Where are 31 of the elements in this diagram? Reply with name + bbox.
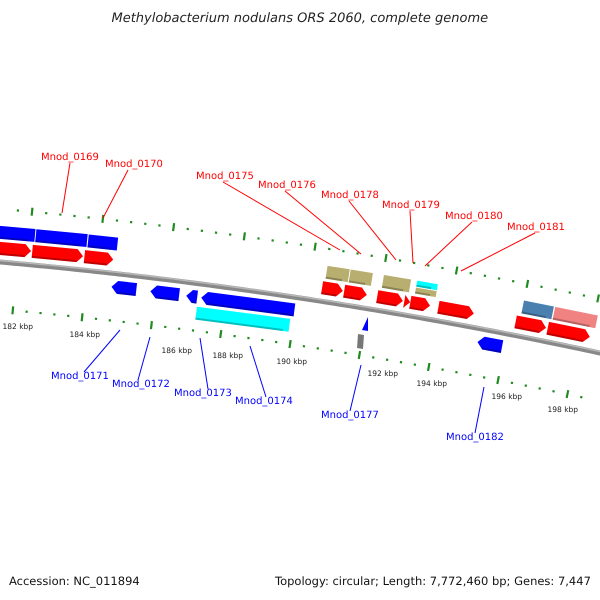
leader-line [284, 190, 362, 254]
gene-label: Mnod_0181 [507, 223, 565, 233]
leader-line [350, 364, 362, 412]
leader-line [138, 336, 150, 380]
leader-line [84, 330, 120, 372]
leader-line [222, 182, 340, 250]
leader-line [460, 232, 536, 272]
gene-label: Mnod_0169 [41, 153, 99, 163]
leader-line [410, 210, 414, 264]
leader-line [474, 386, 484, 434]
leader-line [62, 162, 70, 214]
gene-label: Mnod_0171 [51, 372, 109, 382]
gene-label: Mnod_0173 [174, 389, 232, 399]
gene-label: Mnod_0182 [446, 433, 504, 443]
gene-label: Mnod_0179 [382, 201, 440, 211]
gene-label: Mnod_0178 [321, 191, 379, 201]
gene-label: Mnod_0175 [196, 172, 254, 182]
leader-line [348, 200, 396, 260]
gene-label: Mnod_0174 [235, 397, 293, 407]
gene-label: Mnod_0176 [258, 181, 316, 191]
accession-note: Accession: NC_011894 [9, 576, 140, 588]
leader-line [102, 170, 128, 218]
leader-line [250, 346, 266, 398]
gene-label: Mnod_0170 [105, 160, 163, 170]
gene-label: Mnod_0172 [112, 380, 170, 390]
title: Methylobacterium nodulans ORS 2060, complete genome [112, 12, 488, 24]
leader-line [200, 338, 208, 390]
gene-label: Mnod_0180 [445, 212, 503, 222]
genome-summary: Topology: circular; Length: 7,772,460 bp; Genes: 7,447 [275, 576, 591, 588]
gene-label: Mnod_0177 [321, 411, 379, 421]
leader-line [424, 222, 472, 266]
